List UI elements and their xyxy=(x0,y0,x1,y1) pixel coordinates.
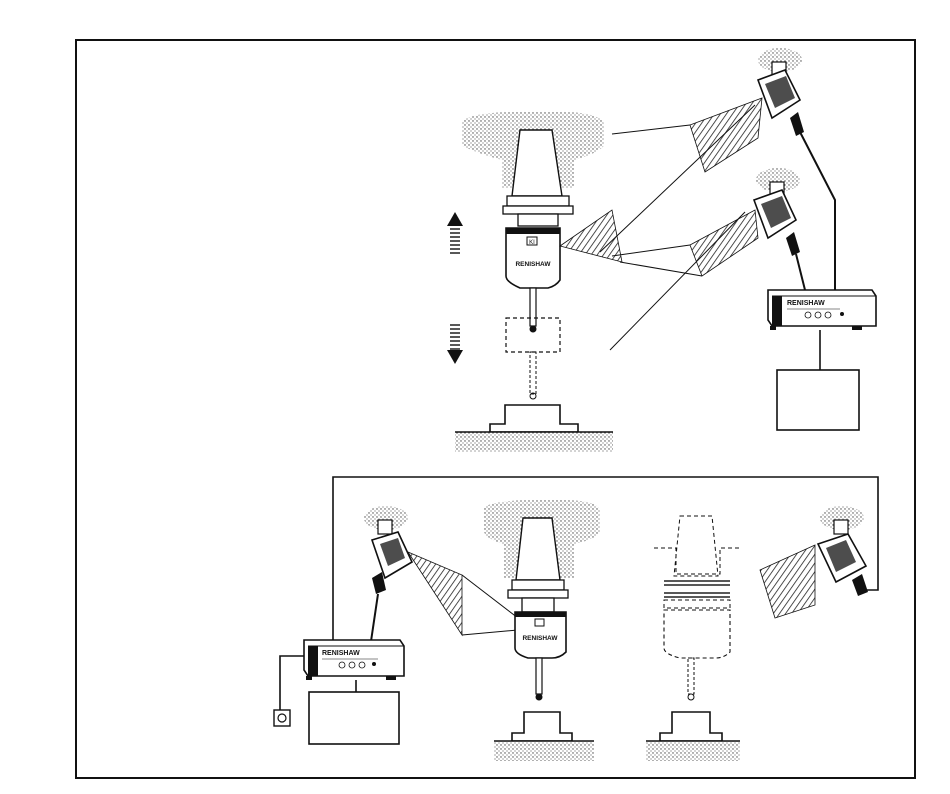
spindle-outline-right xyxy=(654,516,740,700)
arrow-down-icon xyxy=(447,322,463,364)
ir-beam-left xyxy=(408,552,462,635)
workpiece-top xyxy=(490,405,578,432)
probe-brand-top: RENISHAW xyxy=(515,261,551,268)
machine-controller-top xyxy=(777,370,859,430)
ki-mark: KI xyxy=(529,240,535,246)
cable-lower-receiver xyxy=(796,254,805,290)
interface-unit-top: RENISHAW xyxy=(768,290,876,330)
optical-receiver-lower xyxy=(754,168,800,256)
cable-to-socket xyxy=(280,656,304,710)
ir-ray xyxy=(612,245,690,256)
workpiece-bottom xyxy=(512,712,572,741)
arrow-up-icon xyxy=(447,212,463,254)
flange-ring xyxy=(503,206,573,214)
ir-ray xyxy=(612,125,690,134)
machine-controller-bottom xyxy=(309,692,399,744)
top-scene: KI RENISHAW xyxy=(447,48,876,452)
probe-band xyxy=(506,228,560,234)
machine-table-top xyxy=(455,432,613,452)
cable-upper-receiver xyxy=(800,132,835,290)
tool-taper-bottom xyxy=(516,518,560,580)
stylus-bottom xyxy=(536,658,542,694)
optical-receiver-right xyxy=(818,506,868,596)
stylus-lowered-outline xyxy=(530,352,536,394)
flange-ring xyxy=(507,196,569,206)
optical-receiver-upper xyxy=(758,48,804,136)
interface-brand-top: RENISHAW xyxy=(787,300,825,307)
ir-beam-right xyxy=(760,545,815,618)
flange-neck xyxy=(518,214,558,226)
workpiece-right xyxy=(660,712,722,741)
power-socket-icon xyxy=(274,710,290,726)
interface-unit-bottom: RENISHAW xyxy=(304,640,404,680)
interface-brand-bottom: RENISHAW xyxy=(322,650,360,657)
optical-receiver-left xyxy=(364,506,412,594)
ir-ray xyxy=(462,630,518,635)
ir-beam-receiver-lower xyxy=(690,210,758,276)
stylus-top xyxy=(530,288,536,326)
probe-brand-bottom: RENISHAW xyxy=(522,635,558,642)
ir-beam-probe xyxy=(560,210,622,262)
bottom-scene: RENISHAW RENISHAW xyxy=(274,477,878,761)
stylus-ball xyxy=(530,326,537,333)
ir-ray xyxy=(610,212,745,350)
